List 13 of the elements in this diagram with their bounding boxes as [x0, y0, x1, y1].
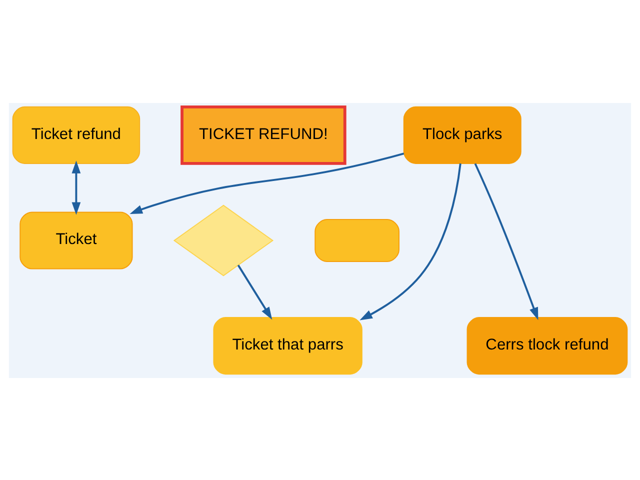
node-box: Ticket	[20, 211, 133, 269]
node-diamond	[173, 204, 274, 276]
arrow	[72, 160, 81, 214]
node-box: Ticket that parrs	[213, 316, 362, 374]
node-box: Tlock parks	[403, 106, 522, 164]
node-box	[314, 218, 400, 262]
arrow	[360, 162, 462, 320]
node-box: Ticket refund	[12, 106, 140, 164]
arrow	[130, 152, 404, 214]
arrow	[474, 162, 538, 320]
node-box: TICKET REFUND!	[180, 104, 346, 164]
arrow	[237, 264, 272, 320]
node-box: Cerrs tlock refund	[466, 316, 628, 374]
